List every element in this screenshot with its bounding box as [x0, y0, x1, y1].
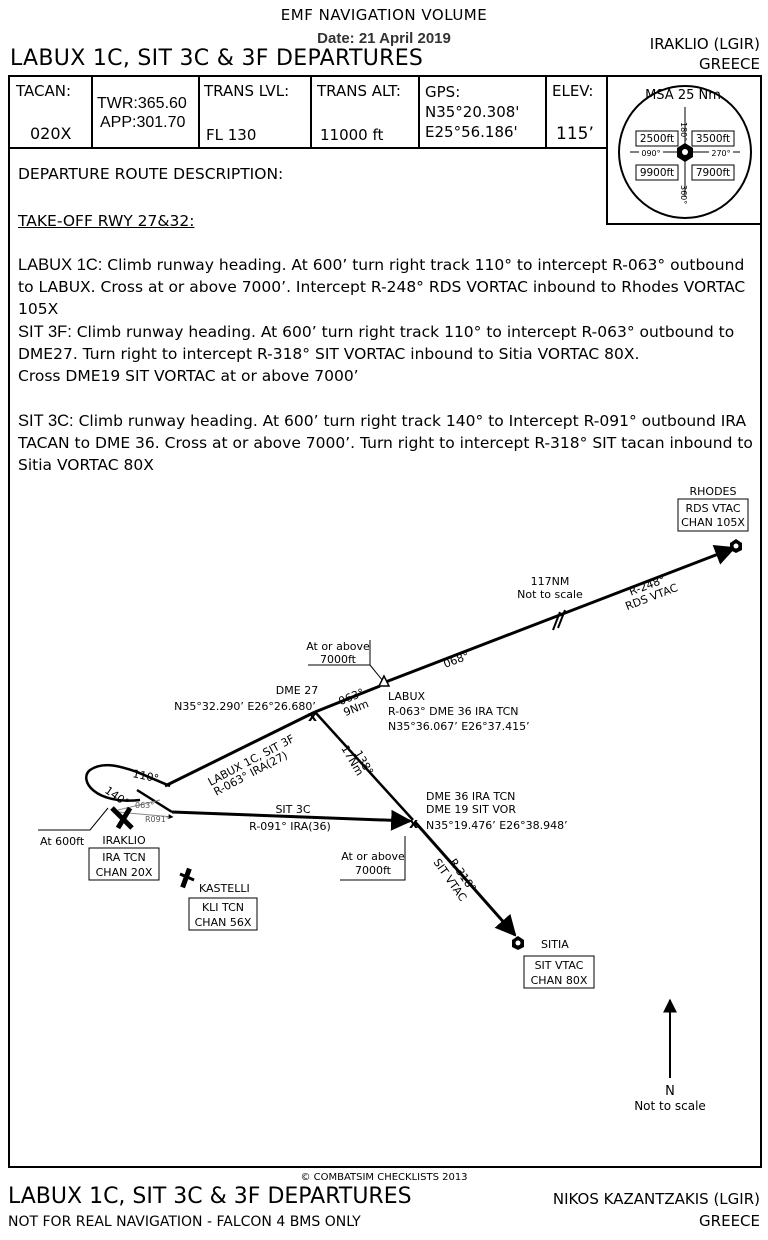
svg-text:Not to scale: Not to scale — [517, 588, 583, 601]
svg-text:CHAN 56X: CHAN 56X — [195, 916, 252, 929]
svg-text:N35°36.067’ E26°37.415’: N35°36.067’ E26°37.415’ — [388, 720, 530, 733]
dme27-fix-icon: x — [308, 709, 317, 725]
labux-waypoint-icon — [377, 674, 391, 687]
svg-text:063°: 063° — [135, 801, 154, 810]
svg-text:RDS VTAC: RDS VTAC — [686, 502, 741, 515]
svg-text:7000ft: 7000ft — [320, 653, 357, 666]
msa-title: MSA 25 Nm — [645, 88, 721, 103]
description-heading: DEPARTURE ROUTE DESCRIPTION: — [18, 165, 284, 183]
departure-map: x x N Not to scale RHODES RDS VTAC CHAN … — [38, 485, 749, 1113]
sitia-name: SITIA — [541, 938, 569, 951]
svg-text:7900ft: 7900ft — [696, 167, 730, 179]
chart-date: Date: 21 April 2019 — [317, 30, 451, 47]
north-label: N — [665, 1084, 675, 1099]
svg-text:CHAN 80X: CHAN 80X — [531, 974, 588, 987]
svg-text:CHAN 20X: CHAN 20X — [96, 866, 153, 879]
footer-disclaimer: NOT FOR REAL NAVIGATION - FALCON 4 BMS O… — [8, 1214, 361, 1230]
svg-text:IRA TCN: IRA TCN — [102, 851, 145, 864]
svg-text:N35°32.290’ E26°26.680’: N35°32.290’ E26°26.680’ — [174, 700, 316, 713]
kastelli-name: KASTELLI — [199, 882, 250, 895]
elev-label: ELEV: — [552, 82, 594, 100]
iraklio-name: IRAKLIO — [102, 834, 146, 847]
dme36-fix-icon: x — [409, 816, 418, 832]
svg-text:270°: 270° — [711, 149, 730, 158]
vortac-icon — [677, 143, 693, 162]
footer-airport: NIKOS KAZANTZAKIS (LGIR) GREECE — [552, 1190, 760, 1230]
svg-text:At or above: At or above — [306, 640, 370, 653]
trans-lvl-label: TRANS LVL: — [204, 82, 290, 100]
dme36-name: DME 36 IRA TCN — [426, 790, 515, 803]
trans-alt-label: TRANS ALT: — [317, 82, 401, 100]
svg-text:N35°19.476’ E26°38.948’: N35°19.476’ E26°38.948’ — [426, 819, 568, 832]
airport-name: IRAKLIO (LGIR) GREECE — [649, 35, 760, 73]
svg-text:2500ft: 2500ft — [640, 133, 674, 145]
gps-coords: GPS:N35°20.308'E25°56.186' — [425, 83, 520, 141]
svg-text:KLI TCN: KLI TCN — [202, 901, 244, 914]
rhodes-vortac-icon — [730, 539, 742, 553]
north-sub: Not to scale — [634, 1099, 706, 1113]
msa-diagram: MSA 25 Nm 2500ft 3500ft 9900ft 7900ft 09… — [618, 85, 752, 219]
svg-text:7000ft: 7000ft — [355, 864, 392, 877]
route-labux-1c: LABUX 1C: Climb runway heading. At 600’ … — [18, 256, 746, 318]
svg-text:R-063° DME 36 IRA TCN: R-063° DME 36 IRA TCN — [388, 705, 519, 718]
svg-text:9900ft: 9900ft — [640, 167, 674, 179]
footer-title: LABUX 1C, SIT 3C & 3F DEPARTURES — [8, 1184, 412, 1209]
svg-text:At or above: At or above — [341, 850, 405, 863]
svg-text:068°: 068° — [442, 649, 471, 671]
svg-text:180°: 180° — [679, 122, 688, 141]
tacan-label: TACAN: — [16, 82, 72, 100]
route-lines — [85, 544, 736, 937]
elev-value: 115’ — [556, 124, 594, 144]
svg-text:090°: 090° — [641, 149, 660, 158]
svg-text:SIT 3C: SIT 3C — [275, 803, 310, 816]
page-title: LABUX 1C, SIT 3C & 3F DEPARTURES — [10, 46, 424, 71]
labux-name: LABUX — [388, 690, 426, 703]
volume-title: EMF NAVIGATION VOLUME — [280, 6, 488, 24]
svg-text:110°: 110° — [131, 767, 160, 785]
route-sit-3f: SIT 3F: Climb runway heading. At 600’ tu… — [18, 323, 735, 385]
svg-text:3500ft: 3500ft — [696, 133, 730, 145]
svg-text:140°: 140° — [102, 784, 131, 810]
takeoff-heading: TAKE-OFF RWY 27&32: — [18, 212, 195, 230]
trans-alt-value: 11000 ft — [320, 126, 384, 144]
svg-text:R091°: R091° — [145, 815, 170, 824]
iraklio-runway-icon — [110, 806, 134, 830]
svg-text:SIT VTAC: SIT VTAC — [535, 959, 584, 972]
svg-text:DME 19 SIT VOR: DME 19 SIT VOR — [426, 803, 516, 816]
svg-text:R-091° IRA(36): R-091° IRA(36) — [249, 820, 331, 833]
rhodes-name: RHODES — [690, 485, 737, 498]
svg-text:360°: 360° — [679, 185, 688, 204]
svg-text:CHAN 105X: CHAN 105X — [681, 516, 745, 529]
tacan-value: 020X — [30, 124, 72, 143]
sitia-vortac-icon — [512, 936, 524, 950]
chart-frame — [8, 75, 762, 1168]
svg-text:At 600ft: At 600ft — [40, 835, 85, 848]
route-sit-3c: SIT 3C: Climb runway heading. At 600’ tu… — [18, 412, 753, 474]
copyright: © COMBATSIM CHECKLISTS 2013 — [300, 1172, 468, 1183]
trans-lvl-value: FL 130 — [206, 126, 257, 144]
svg-text:117NM: 117NM — [531, 575, 570, 588]
dme27-name: DME 27 — [276, 684, 318, 697]
kastelli-runway-icon — [179, 867, 195, 889]
